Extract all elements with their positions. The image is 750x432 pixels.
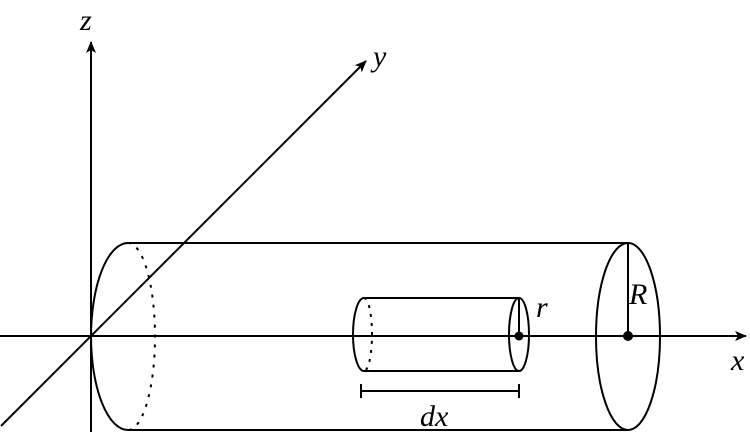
z-axis-label: z	[79, 4, 92, 37]
large-cylinder	[90, 242, 661, 431]
small-center-dot	[514, 331, 524, 341]
large-cylinder-left-end-visible	[90, 242, 129, 431]
large-cylinder-left-end-hidden	[127, 242, 156, 431]
small-cylinder-left-end-visible	[352, 297, 365, 372]
x-axis-label: x	[730, 344, 745, 377]
large-center-dot	[623, 331, 633, 341]
small-cylinder	[352, 297, 530, 372]
small-radius-label: r	[536, 291, 548, 324]
dx-dimension	[360, 384, 520, 398]
large-radius-label: R	[628, 278, 647, 311]
small-cylinder-left-end-hidden	[363, 297, 373, 372]
y-axis-label: y	[370, 40, 387, 73]
dx-label: dx	[420, 400, 449, 432]
